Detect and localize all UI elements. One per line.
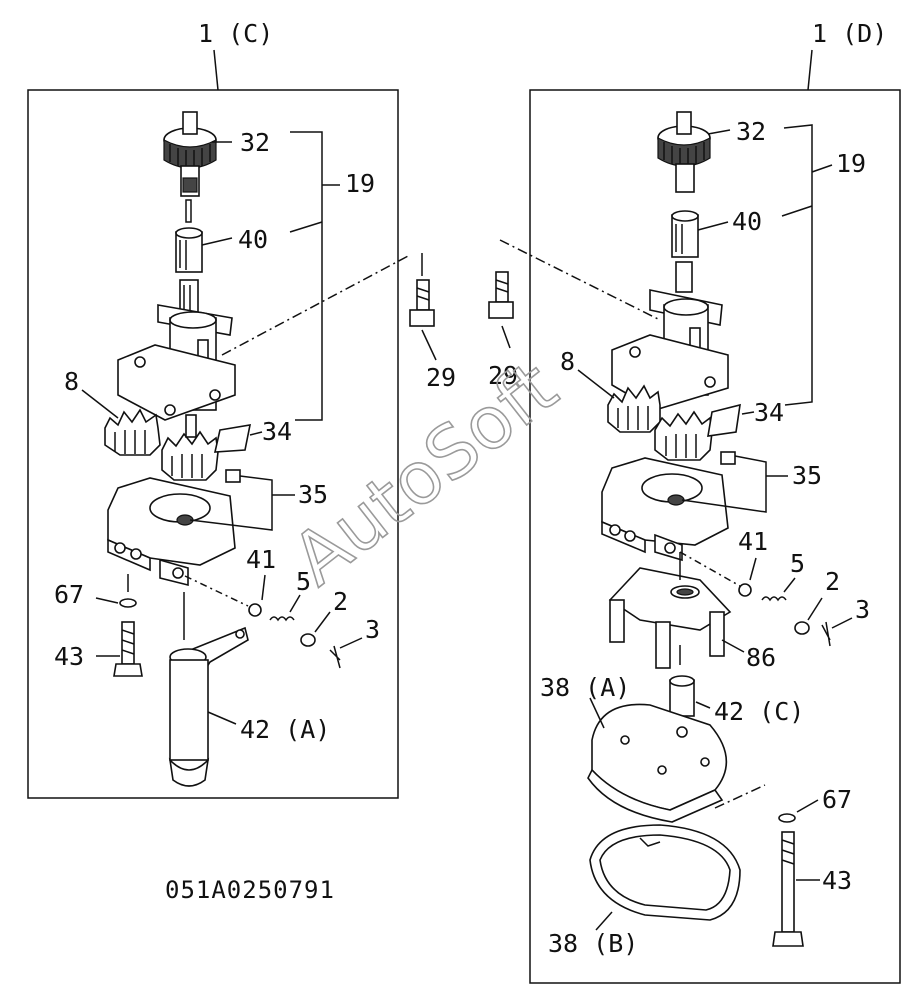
assembly-title-c: 1 (C) [198, 19, 273, 48]
drive-gear-32-d [657, 111, 711, 193]
label-42c: 42 (C) [714, 697, 804, 726]
label-40-c: 40 [238, 225, 268, 254]
washer-67-c [119, 598, 137, 608]
title-d-leader [807, 49, 813, 91]
spring-5-c [269, 616, 295, 622]
label-3-d: 3 [855, 595, 870, 624]
strainer-screen-38b [589, 824, 741, 921]
ball-41-d [738, 583, 752, 597]
pump-body-upper-d [611, 261, 729, 411]
pump-housing-c [107, 477, 236, 587]
labels-assembly-c: 32 19 40 29 8 34 35 41 5 2 3 67 43 42 (A… [54, 128, 456, 744]
label-67-d: 67 [822, 785, 852, 814]
pin-3-c [329, 645, 341, 669]
pin-35-c [225, 469, 241, 483]
strainer-42a [168, 592, 249, 787]
bushing-40-d [671, 210, 699, 258]
pump-gear-8-d [607, 384, 661, 433]
bolt-29-d [488, 271, 514, 319]
assembly-title-d: 1 (D) [812, 19, 887, 48]
label-42a: 42 (A) [240, 715, 330, 744]
label-35-d: 35 [792, 461, 822, 490]
drawing-code: 051A0250791 [165, 876, 335, 904]
watermark-text: AutoSoft [277, 345, 572, 602]
label-19-c: 19 [345, 169, 375, 198]
pump-housing-d [601, 457, 729, 562]
ball-41-c [248, 603, 262, 617]
label-34-c: 34 [262, 417, 292, 446]
washer-67-d [778, 813, 796, 823]
label-29-c: 29 [426, 363, 456, 392]
label-5-d: 5 [790, 549, 805, 578]
label-34-d: 34 [754, 398, 784, 427]
bolt-29-c-centerline [221, 254, 411, 356]
bolt-43-c [113, 621, 143, 677]
pump-gear-34-c [161, 414, 252, 481]
bushing-42c [669, 675, 695, 732]
label-35-c: 35 [298, 480, 328, 509]
pin-35-d [720, 451, 736, 465]
bolt-29-d-centerline [499, 239, 661, 321]
label-86: 86 [746, 643, 776, 672]
spring-5-d [761, 596, 787, 602]
frame-assembly-d [529, 89, 901, 984]
label-43-c: 43 [54, 642, 84, 671]
label-40-d: 40 [732, 207, 762, 236]
label-41-d: 41 [738, 527, 768, 556]
label-67-c: 67 [54, 580, 84, 609]
bushing-40-c [175, 227, 203, 273]
label-8-c: 8 [64, 367, 79, 396]
labels-assembly-d: 32 19 40 29 8 34 35 41 5 2 3 86 38 (A) 4… [488, 117, 870, 958]
label-2-d: 2 [825, 567, 840, 596]
label-32-c: 32 [240, 128, 270, 157]
washer-2-d [794, 621, 810, 635]
label-2-c: 2 [333, 587, 348, 616]
pump-gear-8-c [104, 408, 161, 456]
label-32-d: 32 [736, 117, 766, 146]
drive-gear-32-c [163, 111, 217, 197]
bolt-29-c [409, 253, 435, 327]
label-5-c: 5 [296, 567, 311, 596]
label-43-d: 43 [822, 866, 852, 895]
pump-body-upper-c [117, 304, 236, 421]
frame-assembly-c [27, 89, 399, 799]
pin-3-d [821, 621, 831, 647]
label-38a: 38 (A) [540, 673, 630, 702]
title-c-leader [213, 49, 219, 91]
label-41-c: 41 [246, 545, 276, 574]
washer-2-c [300, 633, 316, 647]
shaft-c [185, 199, 192, 223]
strainer-cover-38a [587, 703, 728, 823]
label-29-d: 29 [488, 361, 518, 390]
adapter-86 [608, 552, 732, 669]
label-8-d: 8 [560, 347, 575, 376]
bolt-43-d [772, 831, 804, 947]
assembly-d-parts [587, 111, 831, 947]
label-38b: 38 (B) [548, 929, 638, 958]
pump-gear-34-d [654, 403, 741, 461]
label-3-c: 3 [365, 615, 380, 644]
label-19-d: 19 [836, 149, 866, 178]
assembly-c-parts [104, 111, 341, 787]
